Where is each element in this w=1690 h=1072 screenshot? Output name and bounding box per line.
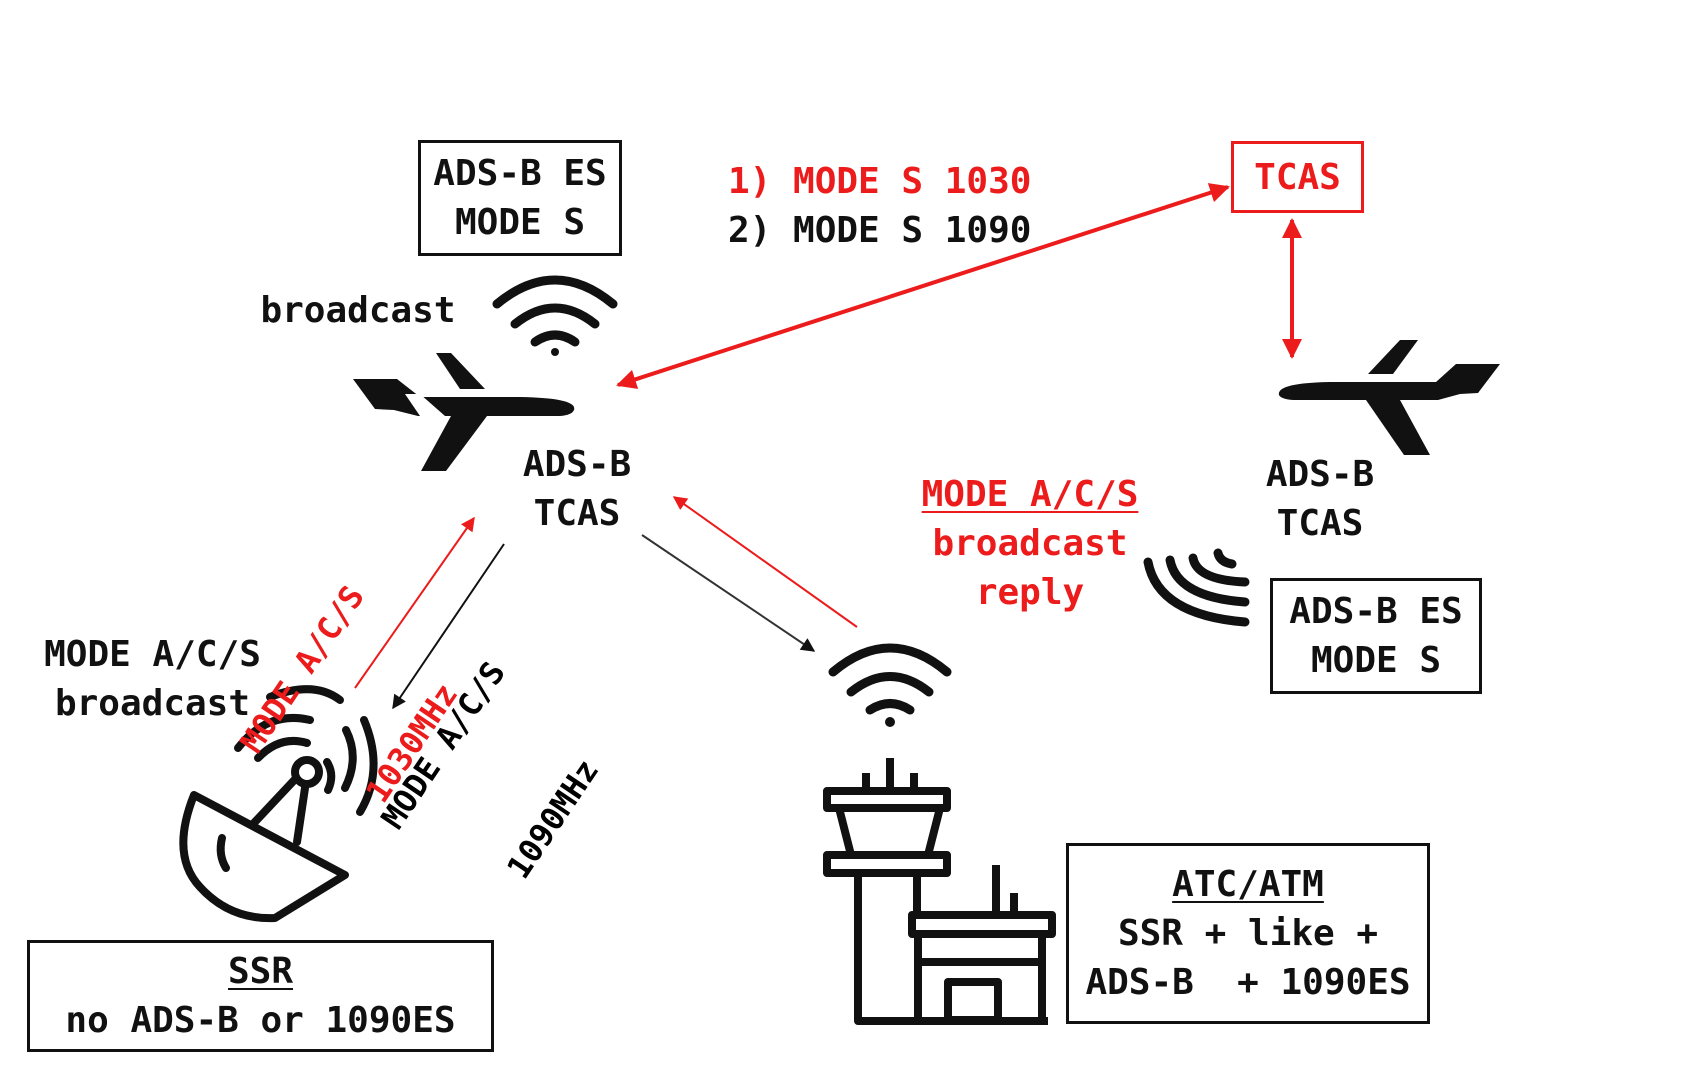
aircraft-right-label-line2: TCAS — [1276, 503, 1364, 544]
ssr-box-line2: no ADS-B or 1090ES — [65, 1000, 456, 1041]
airplane-left-icon — [353, 353, 575, 471]
ssr-broadcast-line1: MODE A/C/S — [44, 634, 261, 675]
aircraft-left-label-line2: TCAS — [533, 493, 621, 534]
box-aircraft-left-line2: MODE S — [454, 202, 586, 243]
downlink-1090-line1: MODE A/C/S — [373, 654, 513, 836]
tcas-box: TCAS — [1231, 141, 1364, 213]
mode-s-step2: 2) MODE S 1090 — [728, 210, 1032, 251]
broadcast-top-label: broadcast — [260, 290, 456, 331]
tcas-box-label: TCAS — [1254, 156, 1341, 198]
downlink-1090-line2: 1090MHz — [499, 752, 607, 886]
ssr-box-title: SSR — [227, 951, 294, 992]
wifi-broadcast-icon — [492, 275, 618, 356]
wifi-tower-icon — [828, 643, 952, 727]
atc-box-line2: SSR + like + — [1117, 913, 1379, 954]
aircraft-left-label-line1: ADS-B — [522, 444, 632, 485]
ssr-broadcast-line2: broadcast — [54, 683, 251, 724]
broadcast-reply-line2: broadcast — [932, 523, 1128, 564]
atc-box: ATC/ATM SSR + like + ADS-B + 1090ES — [1066, 843, 1430, 1024]
broadcast-reply-line3: reply — [975, 572, 1085, 613]
box-aircraft-left-line1: ADS-B ES — [433, 153, 607, 194]
arrow-ssr-downlink — [392, 543, 505, 710]
airplane-right-icon — [1278, 340, 1500, 455]
arrow-tower-to-aircraft — [672, 496, 858, 628]
broadcast-reply-line1: MODE A/C/S — [921, 474, 1139, 515]
box-aircraft-right-equipment: ADS-B ES MODE S — [1270, 578, 1482, 694]
connection-arrows — [354, 183, 1302, 710]
box-aircraft-right-line1: ADS-B ES — [1289, 591, 1463, 632]
control-tower-icon — [823, 758, 1056, 1025]
mode-s-step1: 1) MODE S 1030 — [728, 161, 1032, 202]
arrow-tcas-to-aircraft — [616, 183, 1230, 389]
box-aircraft-right-line2: MODE S — [1310, 640, 1442, 681]
signal-waves-icon — [1143, 548, 1250, 627]
aircraft-right-label-line1: ADS-B — [1265, 454, 1375, 495]
atc-box-line3: ADS-B + 1090ES — [1085, 962, 1411, 1003]
arrow-ssr-uplink — [354, 516, 475, 689]
arrow-aircraft-to-tower — [641, 534, 816, 652]
atc-box-title: ATC/ATM — [1172, 864, 1324, 905]
ssr-box: SSR no ADS-B or 1090ES — [27, 940, 494, 1052]
radar-dish-icon — [179, 685, 378, 923]
box-aircraft-left-equipment: ADS-B ES MODE S — [418, 140, 622, 256]
